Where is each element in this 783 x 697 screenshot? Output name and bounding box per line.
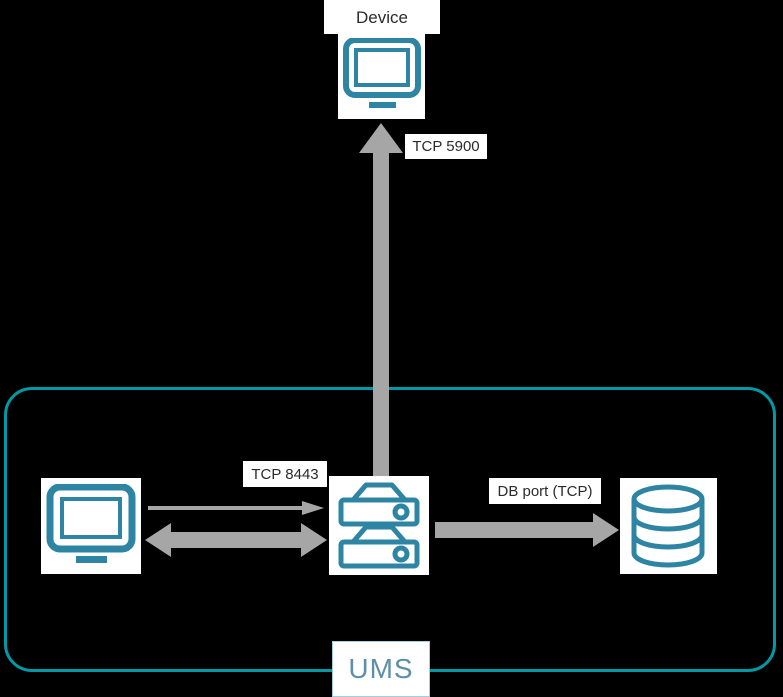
tcp5900-label: TCP 5900 xyxy=(412,138,480,155)
device-label: Device xyxy=(356,7,408,27)
monitor-icon xyxy=(343,38,421,108)
tcp5900-label-chip: TCP 5900 xyxy=(405,134,487,159)
arrow-client-to-server-thin xyxy=(148,501,324,515)
tcp8443-label-chip: TCP 8443 xyxy=(243,461,327,487)
arrow-client-to-server-double xyxy=(145,523,327,557)
ums-label-text: UMS xyxy=(348,653,414,684)
database-icon xyxy=(631,484,705,568)
arrow-server-to-device xyxy=(359,123,403,483)
device-label-chip: Device xyxy=(324,0,440,34)
ums-boundary-label: UMS xyxy=(332,641,430,697)
tcp8443-label: TCP 8443 xyxy=(251,465,319,483)
server-icon xyxy=(338,482,420,569)
monitor-icon xyxy=(46,484,136,563)
arrow-server-to-database xyxy=(435,513,619,547)
dbport-label-chip: DB port (TCP) xyxy=(489,478,601,504)
dbport-label: DB port (TCP) xyxy=(497,482,593,500)
